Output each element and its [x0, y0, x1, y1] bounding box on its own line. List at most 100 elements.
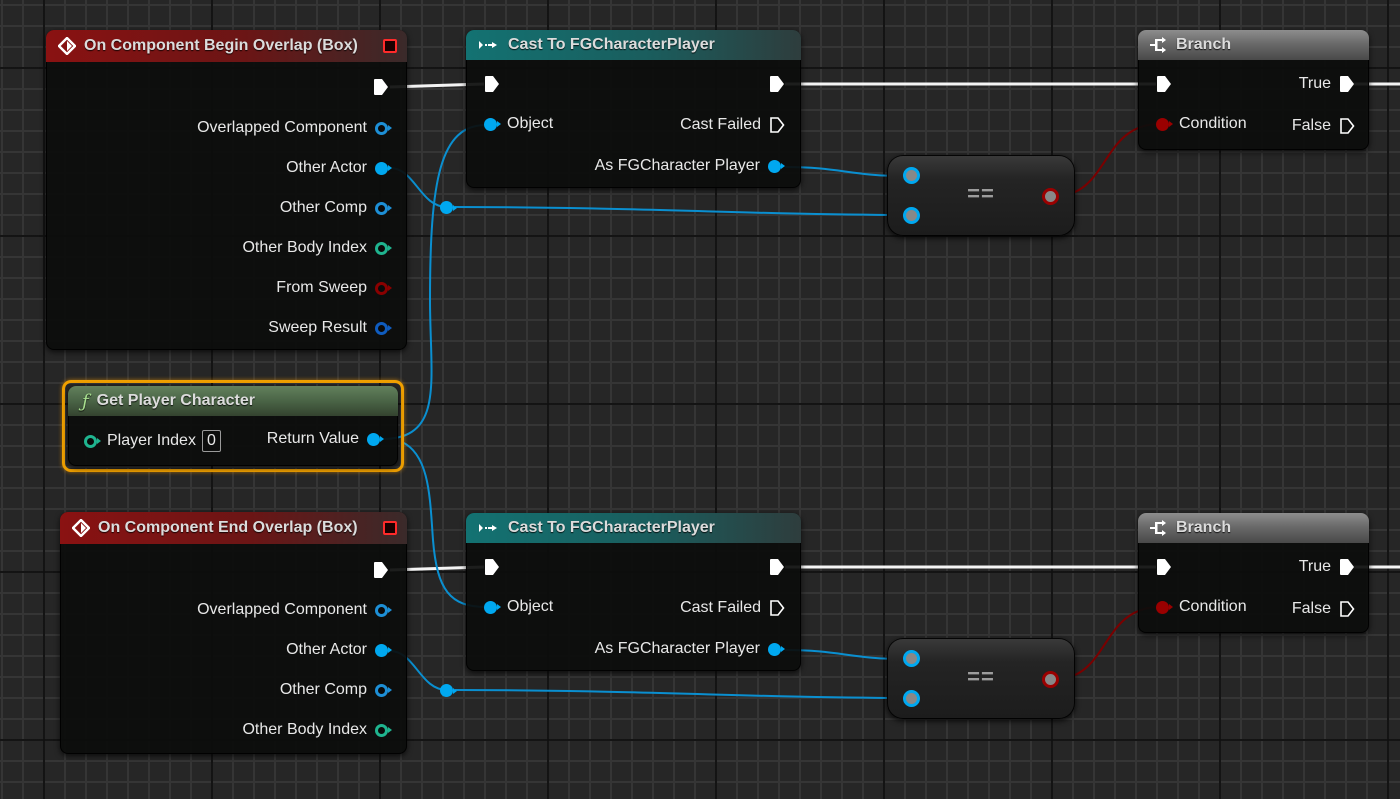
pin-row-as-fgcharacter-player[interactable]: As FGCharacter Player	[587, 156, 785, 176]
int-pin-icon[interactable]	[375, 241, 392, 255]
pin-row-from-sweep[interactable]: From Sweep	[268, 278, 392, 298]
pin-row-overlapped-component[interactable]: Overlapped Component	[189, 118, 392, 138]
branch-node-top[interactable]: Branch True Condition False	[1138, 30, 1369, 150]
pin-row-false[interactable]: False	[1284, 599, 1355, 619]
branch-icon	[1150, 36, 1168, 54]
exec-in-pin[interactable]	[1156, 75, 1172, 98]
equal-input-b-pin[interactable]	[903, 690, 920, 707]
pin-row-cast-failed[interactable]: Cast Failed	[672, 115, 785, 135]
pin-row-other-comp[interactable]: Other Comp	[272, 680, 392, 700]
pin-row-cast-failed[interactable]: Cast Failed	[672, 598, 785, 618]
pin-row-true[interactable]: True	[1291, 557, 1355, 577]
pin-row-object[interactable]: Object	[484, 597, 561, 617]
branch-header-top[interactable]: Branch	[1138, 30, 1369, 60]
exec-in-pin[interactable]	[484, 558, 500, 581]
bool-pin-icon[interactable]	[375, 281, 392, 295]
get-player-character-header[interactable]: ƒ Get Player Character	[68, 386, 398, 416]
branch-title-top: Branch	[1176, 36, 1232, 53]
begin-overlap-header[interactable]: On Component Begin Overlap (Box)	[46, 30, 407, 62]
reroute-knot-bottom[interactable]	[440, 684, 457, 697]
branch-title-bottom: Branch	[1176, 519, 1232, 536]
equal-output-bool-pin[interactable]	[1042, 671, 1059, 688]
exec-pin-hollow-icon[interactable]	[1339, 117, 1355, 135]
equal-node-bottom[interactable]: ==	[887, 638, 1075, 719]
object-pin-icon[interactable]	[375, 201, 392, 215]
cast-node-bottom[interactable]: Cast To FGCharacterPlayer Object Cast Fa…	[466, 513, 801, 671]
event-diamond-icon	[58, 37, 76, 55]
pin-label: Return Value	[266, 430, 359, 447]
pin-label: Other Body Index	[242, 721, 367, 738]
object-pin-icon[interactable]	[768, 159, 785, 173]
function-icon: ƒ	[82, 390, 89, 412]
exec-pin-hollow-icon[interactable]	[769, 599, 785, 617]
object-pin-icon[interactable]	[484, 600, 501, 614]
pin-row-condition[interactable]: Condition	[1156, 114, 1255, 134]
branch-node-bottom[interactable]: Branch True Condition False	[1138, 513, 1369, 633]
object-pin-icon[interactable]	[484, 117, 501, 131]
bool-pin-icon[interactable]	[1156, 600, 1173, 614]
object-pin-icon[interactable]	[375, 161, 392, 175]
pin-row-true[interactable]: True	[1291, 74, 1355, 94]
exec-pin-icon[interactable]	[1339, 75, 1355, 93]
pin-row-condition[interactable]: Condition	[1156, 597, 1255, 617]
exec-in-pin[interactable]	[484, 75, 500, 98]
pin-label: Other Comp	[279, 681, 367, 698]
exec-pin-icon[interactable]	[1339, 558, 1355, 576]
player-index-input[interactable]: 0	[201, 430, 221, 452]
object-pin-icon[interactable]	[375, 683, 392, 697]
pin-row-player-index[interactable]: Player Index 0	[84, 430, 221, 452]
equal-input-b-pin[interactable]	[903, 207, 920, 224]
get-player-character-node[interactable]: ƒ Get Player Character Player Index 0 Re…	[68, 386, 398, 466]
delegate-pin-icon[interactable]	[383, 521, 397, 535]
pin-row-as-fgcharacter-player[interactable]: As FGCharacter Player	[587, 639, 785, 659]
branch-header-bottom[interactable]: Branch	[1138, 513, 1369, 543]
pin-row-sweep-result[interactable]: Sweep Result	[260, 318, 392, 338]
wire-knot-to-equal-top[interactable]	[454, 206, 906, 216]
exec-out-pin-end[interactable]	[373, 561, 389, 584]
object-pin-icon[interactable]	[375, 121, 392, 135]
object-pin-icon[interactable]	[367, 432, 384, 446]
pin-row-other-comp[interactable]: Other Comp	[272, 198, 392, 218]
equal-operator-label: ==	[967, 181, 995, 206]
exec-out-pin[interactable]	[769, 558, 785, 581]
int-pin-icon[interactable]	[84, 434, 101, 448]
pin-label: False	[1291, 600, 1331, 617]
bool-pin-icon[interactable]	[1156, 117, 1173, 131]
cast-header-top[interactable]: Cast To FGCharacterPlayer	[466, 30, 801, 60]
pin-row-return-value[interactable]: Return Value	[259, 429, 384, 449]
equal-output-bool-pin[interactable]	[1042, 188, 1059, 205]
branch-icon	[1150, 519, 1168, 537]
pin-label: Condition	[1179, 598, 1247, 615]
pin-row-object[interactable]: Object	[484, 114, 561, 134]
struct-pin-icon[interactable]	[375, 321, 392, 335]
pin-row-other-actor[interactable]: Other Actor	[278, 640, 392, 660]
exec-in-pin[interactable]	[1156, 558, 1172, 581]
exec-out-pin-begin[interactable]	[373, 78, 389, 101]
pin-label: Other Actor	[286, 641, 367, 658]
pin-row-false[interactable]: False	[1284, 116, 1355, 136]
int-pin-icon[interactable]	[375, 723, 392, 737]
delegate-pin-icon[interactable]	[383, 39, 397, 53]
object-pin-icon[interactable]	[768, 642, 785, 656]
pin-label: Object	[507, 598, 554, 615]
cast-node-top[interactable]: Cast To FGCharacterPlayer Object Cast Fa…	[466, 30, 801, 188]
exec-pin-hollow-icon[interactable]	[769, 116, 785, 134]
equal-node-top[interactable]: ==	[887, 155, 1075, 236]
end-overlap-event-node[interactable]: On Component End Overlap (Box) Overlappe…	[60, 512, 407, 754]
pin-label: Other Actor	[286, 159, 367, 176]
begin-overlap-title: On Component Begin Overlap (Box)	[84, 37, 358, 54]
begin-overlap-event-node[interactable]: On Component Begin Overlap (Box) Overlap…	[46, 30, 407, 350]
pin-row-other-actor[interactable]: Other Actor	[278, 158, 392, 178]
pin-row-other-body-index[interactable]: Other Body Index	[234, 720, 392, 740]
object-pin-icon[interactable]	[375, 603, 392, 617]
pin-label: Object	[507, 115, 554, 132]
exec-pin-hollow-icon[interactable]	[1339, 600, 1355, 618]
pin-row-other-body-index[interactable]: Other Body Index	[234, 238, 392, 258]
object-pin-icon[interactable]	[375, 643, 392, 657]
cast-header-bottom[interactable]: Cast To FGCharacterPlayer	[466, 513, 801, 543]
wire-knot-to-equal-bottom[interactable]	[454, 689, 906, 699]
end-overlap-header[interactable]: On Component End Overlap (Box)	[60, 512, 407, 544]
reroute-knot-top[interactable]	[440, 201, 457, 214]
exec-out-pin[interactable]	[769, 75, 785, 98]
pin-row-overlapped-component[interactable]: Overlapped Component	[189, 600, 392, 620]
